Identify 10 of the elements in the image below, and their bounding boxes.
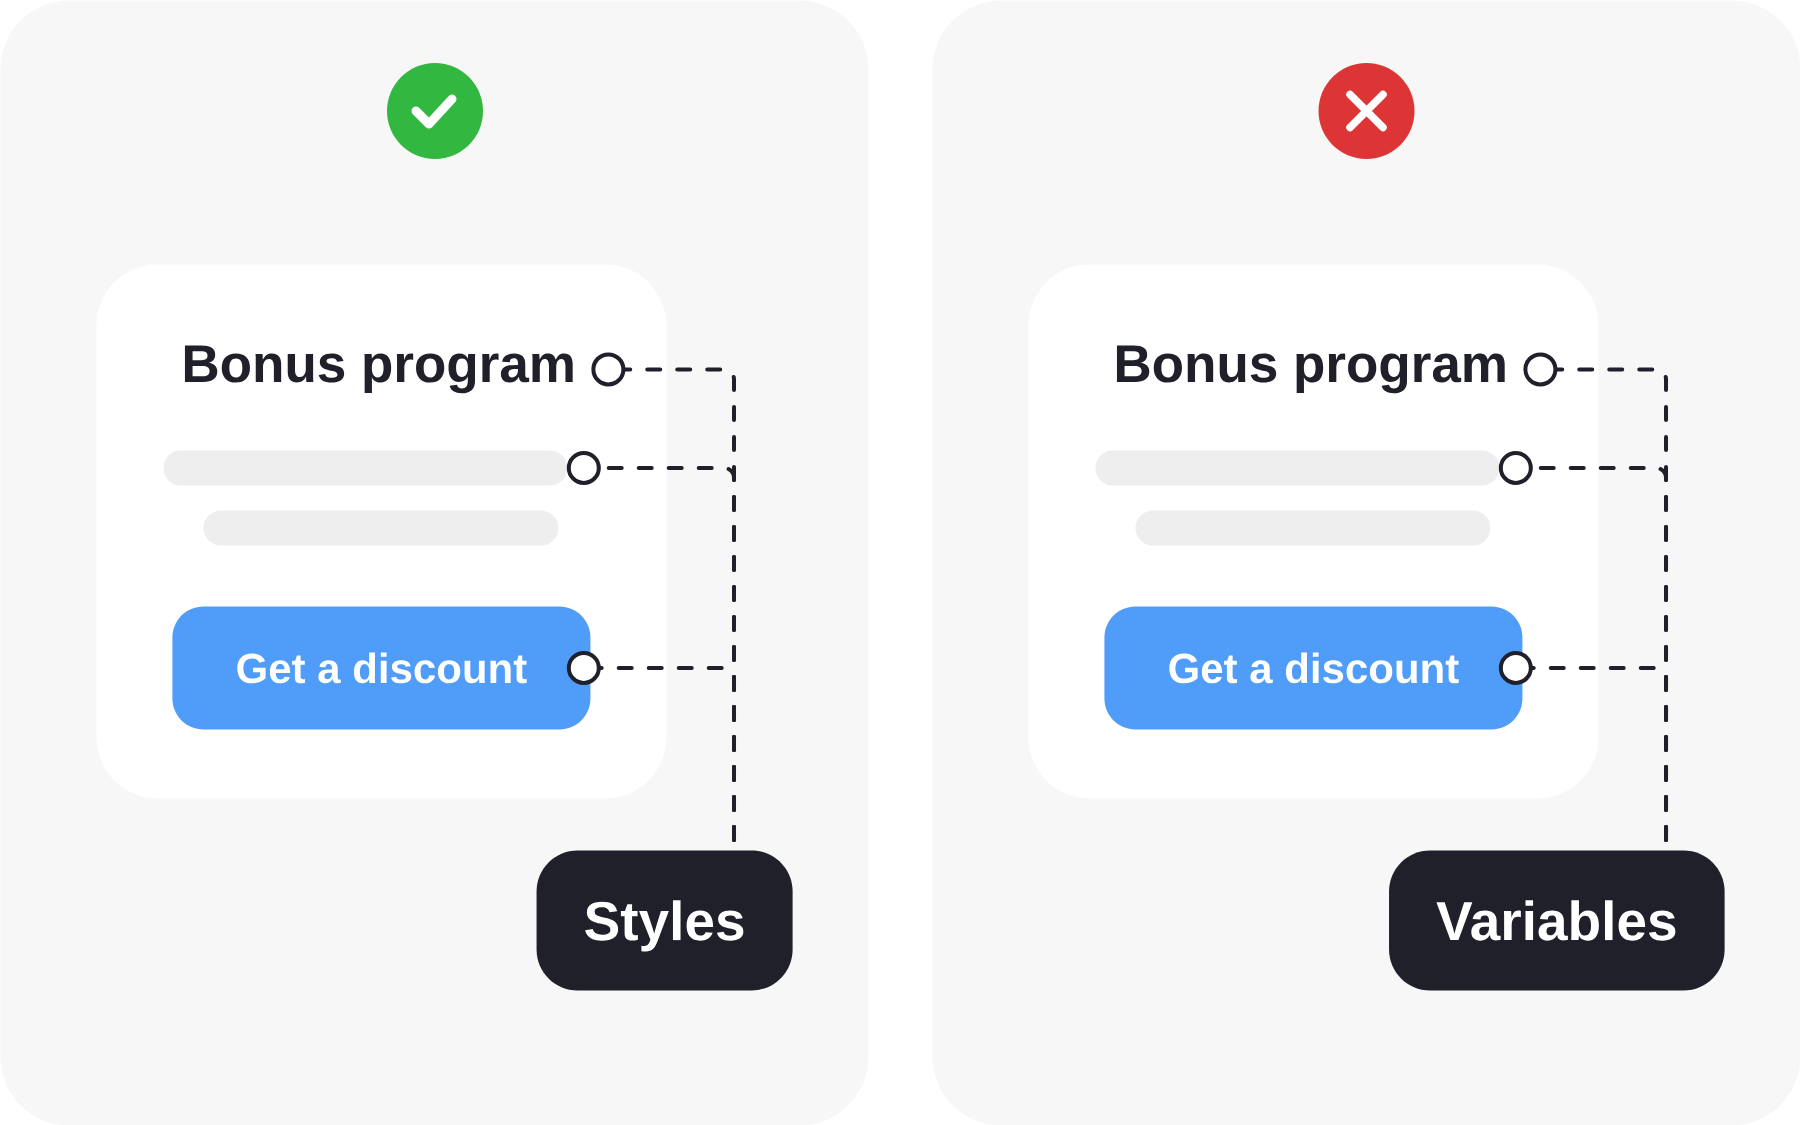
tag: Variables [1389, 850, 1725, 991]
tag: Styles [536, 850, 793, 991]
button: Get a discount [172, 606, 591, 730]
placeholder-bar [1095, 450, 1500, 486]
connector-line [1498, 650, 1668, 842]
connector-line [566, 650, 736, 842]
card-title: Bonus program [184, 345, 573, 394]
card-title: Bonus program [1116, 345, 1505, 394]
placeholder-bar [163, 450, 568, 486]
button: Get a discount [1104, 606, 1523, 730]
